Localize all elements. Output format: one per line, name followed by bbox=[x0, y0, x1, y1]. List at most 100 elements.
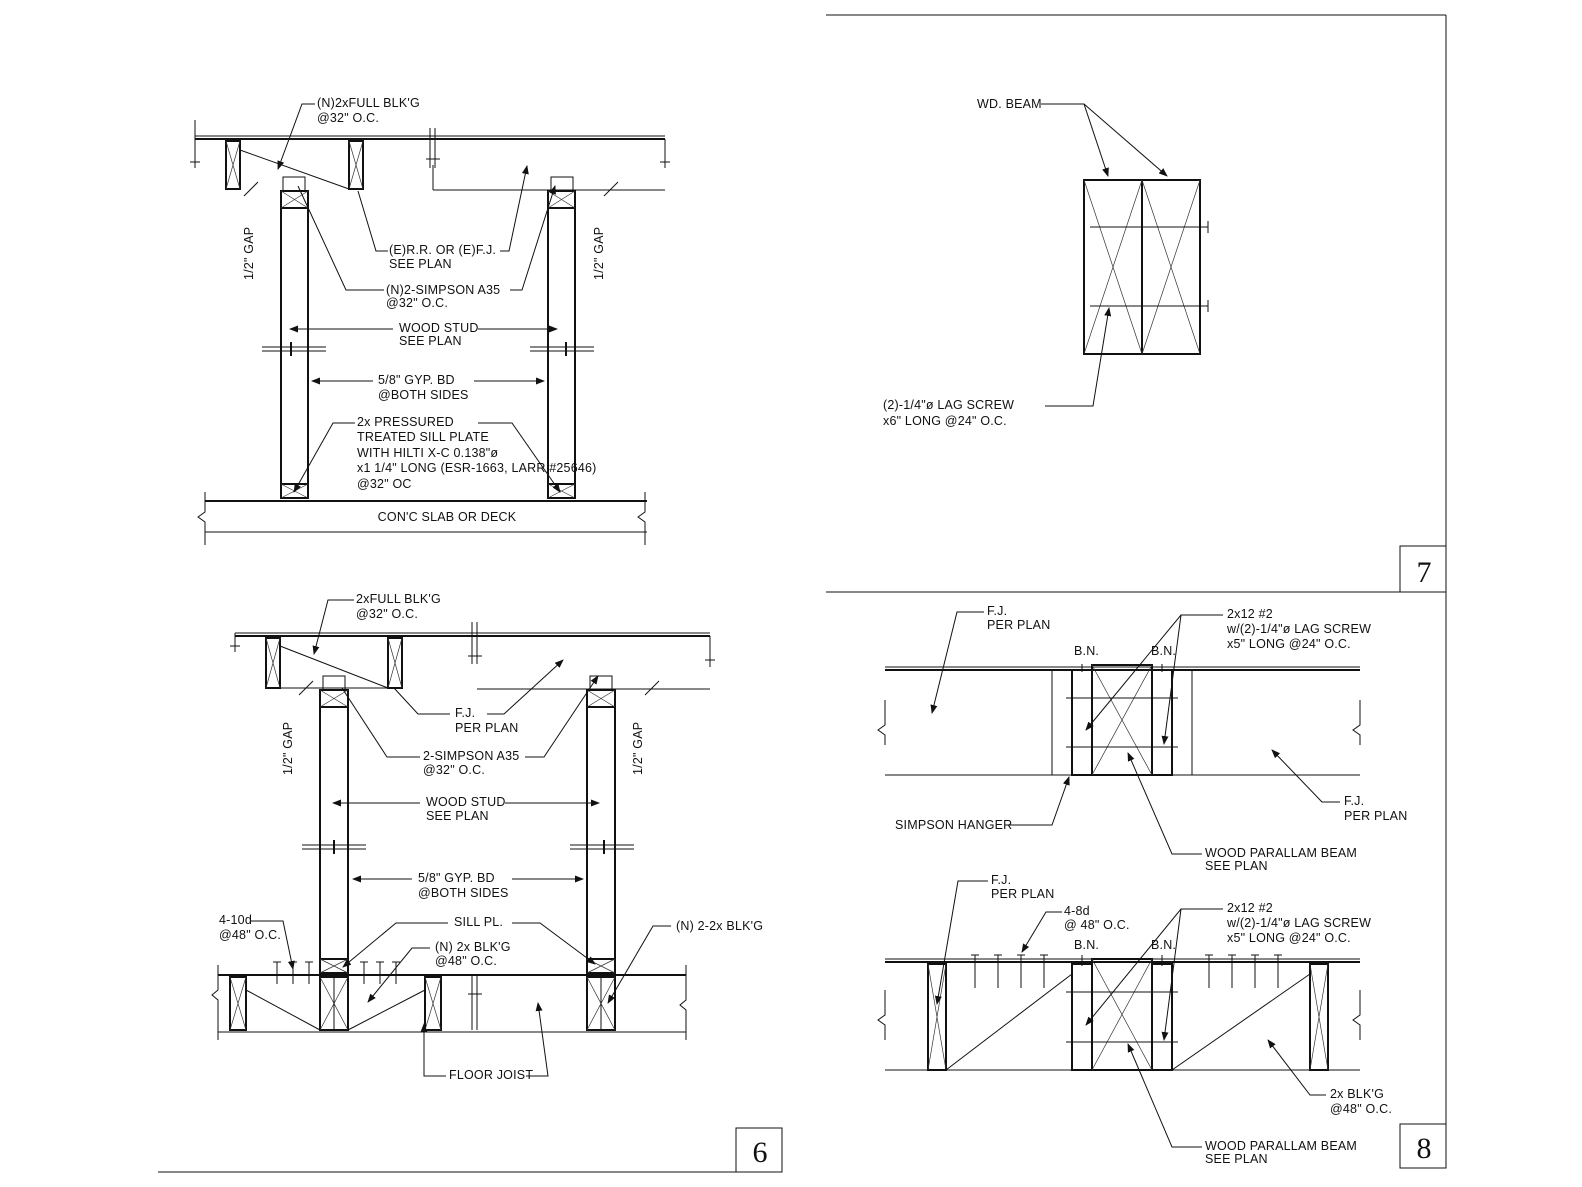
d8l-blk-label: 2x BLK'G @48" O.C. bbox=[1267, 1039, 1392, 1116]
d6u-joist-label: (E)R.R. OR (E)F.J. SEE PLAN bbox=[357, 165, 529, 271]
svg-text:@32" O.C.: @32" O.C. bbox=[317, 111, 379, 125]
d6u-gap-right: 1/2" GAP bbox=[592, 227, 606, 280]
svg-text:x5" LONG @24" O.C.: x5" LONG @24" O.C. bbox=[1227, 637, 1351, 651]
d6u-sill-label: 2x PRESSURED TREATED SILL PLATE WITH HIL… bbox=[293, 415, 597, 493]
d8u-beam-label: WOOD PARALLAM BEAM SEE PLAN bbox=[1127, 752, 1357, 873]
svg-text:5/8" GYP. BD: 5/8" GYP. BD bbox=[378, 373, 455, 387]
svg-text:WD. BEAM: WD. BEAM bbox=[977, 97, 1042, 111]
detail-number-6: 6 bbox=[735, 1127, 783, 1173]
d6l-joist-label: F.J. PER PLAN bbox=[393, 659, 564, 735]
svg-text:@BOTH SIDES: @BOTH SIDES bbox=[418, 886, 509, 900]
svg-text:2-SIMPSON A35: 2-SIMPSON A35 bbox=[423, 749, 519, 763]
d8u-header-label: 2x12 #2 w/(2)-1/4"ø LAG SCREW x5" LONG @… bbox=[1085, 607, 1371, 745]
svg-text:SEE PLAN: SEE PLAN bbox=[426, 809, 489, 823]
svg-text:w/(2)-1/4"ø LAG SCREW: w/(2)-1/4"ø LAG SCREW bbox=[1226, 622, 1371, 636]
d6u-blocking-label: (N)2xFULL BLK'G @32" O.C. bbox=[277, 96, 420, 170]
d6l-floor-joist-label: FLOOR JOIST bbox=[420, 1002, 549, 1082]
d6l-nails-label: 4-10d @48" O.C. bbox=[219, 913, 295, 970]
svg-text:(2)-1/4"ø LAG SCREW: (2)-1/4"ø LAG SCREW bbox=[883, 398, 1014, 412]
svg-text:WOOD PARALLAM BEAM: WOOD PARALLAM BEAM bbox=[1205, 846, 1357, 860]
d6l-blk-22-label: (N) 2-2x BLK'G bbox=[607, 919, 763, 1004]
svg-text:2xFULL BLK'G: 2xFULL BLK'G bbox=[356, 592, 441, 606]
svg-text:@48" O.C.: @48" O.C. bbox=[435, 954, 497, 968]
svg-text:(N) 2x BLK'G: (N) 2x BLK'G bbox=[435, 940, 511, 954]
svg-text:1/2" GAP: 1/2" GAP bbox=[592, 227, 606, 280]
svg-text:PER PLAN: PER PLAN bbox=[987, 618, 1050, 632]
svg-text:WOOD PARALLAM BEAM: WOOD PARALLAM BEAM bbox=[1205, 1139, 1357, 1153]
detail-8-upper-drawing bbox=[877, 664, 1361, 776]
svg-text:6: 6 bbox=[753, 1136, 768, 1169]
d6l-gyp-label: 5/8" GYP. BD @BOTH SIDES bbox=[352, 871, 584, 900]
svg-text:(N)2xFULL BLK'G: (N)2xFULL BLK'G bbox=[317, 96, 420, 110]
svg-text:WITH HILTI X-C 0.138"ø: WITH HILTI X-C 0.138"ø bbox=[357, 446, 498, 460]
svg-text:SILL PL.: SILL PL. bbox=[454, 915, 503, 929]
d6l-clip-label: 2-SIMPSON A35 @32" O.C. bbox=[341, 675, 599, 777]
d8l-beam-label: WOOD PARALLAM BEAM SEE PLAN bbox=[1127, 1043, 1357, 1166]
d8l-bn-right: B.N. bbox=[1151, 938, 1176, 952]
svg-text:PER PLAN: PER PLAN bbox=[1344, 809, 1407, 823]
d8l-nails-label: 4-8d @ 48" O.C. bbox=[1021, 904, 1130, 953]
svg-text:SEE PLAN: SEE PLAN bbox=[1205, 1152, 1268, 1166]
svg-text:SEE PLAN: SEE PLAN bbox=[1205, 859, 1268, 873]
svg-text:@32" O.C.: @32" O.C. bbox=[386, 296, 448, 310]
svg-text:B.N.: B.N. bbox=[1074, 644, 1099, 658]
d6u-slab-label: CON'C SLAB OR DECK bbox=[378, 510, 517, 524]
svg-text:(E)R.R. OR (E)F.J.: (E)R.R. OR (E)F.J. bbox=[389, 243, 496, 257]
d8u-bn-right: B.N. bbox=[1151, 644, 1176, 658]
d8l-header-label: 2x12 #2 w/(2)-1/4"ø LAG SCREW x5" LONG @… bbox=[1085, 901, 1371, 1041]
detail-6-upper-drawing bbox=[190, 120, 670, 545]
svg-text:7: 7 bbox=[1417, 556, 1432, 589]
svg-text:2x12 #2: 2x12 #2 bbox=[1227, 901, 1273, 915]
svg-text:B.N.: B.N. bbox=[1151, 644, 1176, 658]
d7-lag-label: (2)-1/4"ø LAG SCREW x6" LONG @24" O.C. bbox=[883, 307, 1112, 428]
d6l-gap-left: 1/2" GAP bbox=[281, 722, 295, 775]
d6l-blk-n-label: (N) 2x BLK'G @48" O.C. bbox=[367, 940, 511, 1003]
d8l-bn-left: B.N. bbox=[1074, 938, 1099, 952]
svg-text:1/2" GAP: 1/2" GAP bbox=[281, 722, 295, 775]
svg-text:w/(2)-1/4"ø LAG SCREW: w/(2)-1/4"ø LAG SCREW bbox=[1226, 916, 1371, 930]
svg-text:8: 8 bbox=[1417, 1132, 1432, 1165]
svg-text:CON'C SLAB OR DECK: CON'C SLAB OR DECK bbox=[378, 510, 517, 524]
svg-text:x1 1/4" LONG (ESR-1663, LARR #: x1 1/4" LONG (ESR-1663, LARR #25646) bbox=[357, 461, 597, 475]
svg-text:@32" O.C.: @32" O.C. bbox=[356, 607, 418, 621]
svg-text:1/2" GAP: 1/2" GAP bbox=[631, 722, 645, 775]
d6l-sill-label: SILL PL. bbox=[342, 915, 596, 968]
svg-text:@48" O.C.: @48" O.C. bbox=[1330, 1102, 1392, 1116]
svg-text:PER PLAN: PER PLAN bbox=[455, 721, 518, 735]
svg-text:@48" O.C.: @48" O.C. bbox=[219, 928, 281, 942]
svg-text:5/8" GYP. BD: 5/8" GYP. BD bbox=[418, 871, 495, 885]
svg-text:2x12 #2: 2x12 #2 bbox=[1227, 607, 1273, 621]
d8l-fj-left-label: F.J. PER PLAN bbox=[934, 873, 1054, 1005]
detail-7-drawing bbox=[1083, 179, 1209, 355]
d8u-hanger-label: SIMPSON HANGER bbox=[895, 776, 1070, 832]
svg-text:@ 48" O.C.: @ 48" O.C. bbox=[1064, 918, 1130, 932]
svg-text:@32" OC: @32" OC bbox=[357, 477, 412, 491]
d6u-stud-label: WOOD STUD SEE PLAN bbox=[289, 321, 558, 348]
svg-text:B.N.: B.N. bbox=[1151, 938, 1176, 952]
d8u-bn-left: B.N. bbox=[1074, 644, 1099, 658]
svg-text:4-8d: 4-8d bbox=[1064, 904, 1090, 918]
svg-text:PER PLAN: PER PLAN bbox=[991, 887, 1054, 901]
sheet-frame bbox=[158, 14, 1447, 1173]
svg-text:F.J.: F.J. bbox=[1344, 794, 1364, 808]
svg-text:@BOTH SIDES: @BOTH SIDES bbox=[378, 388, 469, 402]
detail-number-8: 8 bbox=[1399, 1123, 1447, 1169]
d6l-gap-right: 1/2" GAP bbox=[631, 722, 645, 775]
svg-text:FLOOR JOIST: FLOOR JOIST bbox=[449, 1068, 533, 1082]
svg-text:1/2" GAP: 1/2" GAP bbox=[242, 227, 256, 280]
detail-6-lower-drawing bbox=[211, 622, 715, 1040]
d6l-blocking-label: 2xFULL BLK'G @32" O.C. bbox=[312, 592, 441, 655]
svg-text:(N) 2-2x BLK'G: (N) 2-2x BLK'G bbox=[676, 919, 763, 933]
svg-text:F.J.: F.J. bbox=[987, 604, 1007, 618]
d8u-fj-left-label: F.J. PER PLAN bbox=[930, 604, 1050, 714]
d6u-clip-label: (N)2-SIMPSON A35 @32" O.C. bbox=[297, 185, 556, 310]
svg-text:SEE PLAN: SEE PLAN bbox=[389, 257, 452, 271]
svg-text:TREATED SILL PLATE: TREATED SILL PLATE bbox=[357, 430, 489, 444]
svg-text:F.J.: F.J. bbox=[991, 873, 1011, 887]
svg-text:F.J.: F.J. bbox=[455, 706, 475, 720]
svg-text:2x PRESSURED: 2x PRESSURED bbox=[357, 415, 454, 429]
svg-text:@32" O.C.: @32" O.C. bbox=[423, 763, 485, 777]
svg-text:x5" LONG @24" O.C.: x5" LONG @24" O.C. bbox=[1227, 931, 1351, 945]
svg-text:WOOD STUD: WOOD STUD bbox=[399, 321, 479, 335]
detail-8-lower-drawing bbox=[877, 954, 1361, 1071]
